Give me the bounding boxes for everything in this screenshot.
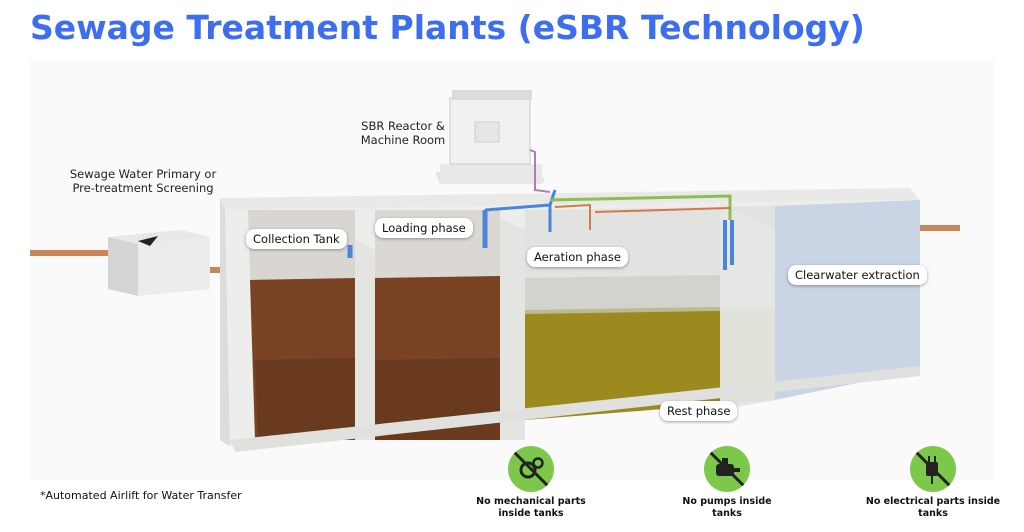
- gears-icon: [508, 446, 554, 492]
- partition-1: [355, 238, 375, 440]
- screening-box-side: [108, 237, 138, 296]
- reactor-unit-top: [452, 90, 532, 100]
- reactor-panel: [474, 121, 500, 143]
- screening-box-top: [108, 230, 210, 244]
- plug-icon: [910, 446, 956, 492]
- blue-transfer-pipe: [484, 189, 557, 232]
- aeration-surface: [525, 274, 775, 314]
- decanter-pipe: [723, 220, 734, 270]
- clearwater-tank: [775, 200, 920, 400]
- loading-phase-callout: Loading phase: [375, 218, 473, 238]
- rest-phase-callout: Rest phase: [660, 401, 738, 421]
- badge-pumps-label: No pumps inside tanks: [682, 496, 772, 519]
- footnote: *Automated Airlift for Water Transfer: [40, 489, 242, 502]
- partition-3: [720, 202, 775, 410]
- airlift-pipes: [347, 210, 488, 258]
- clearwater-extraction-callout: Clearwater extraction: [788, 265, 927, 285]
- reactor-label: SBR Reactor & Machine Room: [360, 119, 446, 147]
- badge-mechanical-label: No mechanical parts inside tanks: [476, 496, 586, 519]
- tank-left-wall: [220, 198, 230, 446]
- collection-tank-callout: Collection Tank: [246, 229, 347, 249]
- aeration-phase-callout: Aeration phase: [527, 247, 628, 267]
- green-pipe: [549, 194, 732, 220]
- collection-sludge-bottom: [255, 358, 355, 440]
- screening-opening: [138, 236, 158, 246]
- partition-2: [500, 218, 525, 440]
- screening-box-front: [138, 237, 210, 296]
- outlet-pipe: [920, 225, 960, 231]
- badge-electrical-label: No electrical parts inside tanks: [865, 496, 1001, 519]
- tank-diagram: [30, 90, 960, 452]
- tank-front-edge: [230, 366, 920, 452]
- air-line: [529, 149, 551, 193]
- page-title: Sewage Treatment Plants (eSBR Technology…: [30, 8, 865, 47]
- orange-pipe: [554, 203, 731, 230]
- connector-pipe: [198, 267, 226, 273]
- diagram-scene: Sewage Water Primary or Pre-treatment Sc…: [30, 60, 994, 480]
- inlet-pipe: [30, 250, 120, 256]
- pump-icon: [704, 446, 750, 492]
- screening-label: Sewage Water Primary or Pre-treatment Sc…: [69, 167, 217, 195]
- reactor-base: [440, 164, 542, 184]
